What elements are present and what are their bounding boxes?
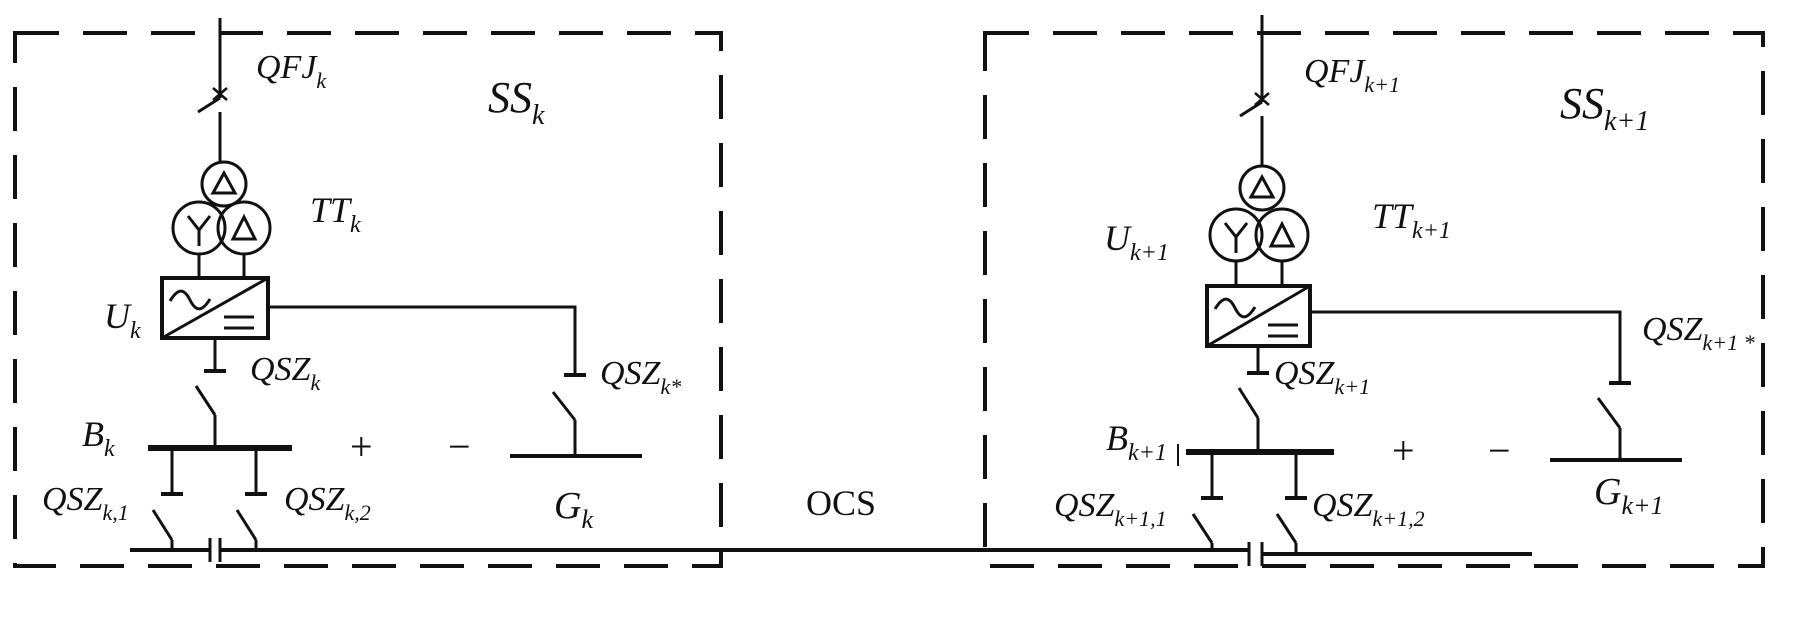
ocs-label: OCS	[806, 483, 876, 523]
delta-symbol-icon	[1271, 224, 1293, 246]
ground-switch-k1-blade	[1598, 398, 1620, 428]
overhead-contact-line	[130, 550, 1532, 554]
feeder-k1-label: QSZk,1	[42, 481, 129, 525]
transformer-k-label: TTk	[310, 190, 361, 238]
transformer-k-primary-winding	[202, 162, 246, 206]
feeder-k1-blade	[153, 510, 172, 540]
delta-symbol-icon	[213, 173, 235, 193]
rectifier-k1-negative-lead	[1310, 312, 1620, 383]
delta-symbol-icon	[1251, 177, 1273, 197]
transformer-k-icon	[173, 162, 270, 254]
dc-lines-icon	[224, 317, 254, 328]
rectifier-k-icon	[162, 278, 268, 338]
ground-k-label: Gk	[554, 485, 593, 534]
feeder-k2-blade	[237, 510, 256, 540]
substation-k1	[985, 15, 1763, 566]
transformer-k1-icon	[1210, 166, 1308, 261]
transformer-k1-secondary-winding-delta	[1256, 209, 1308, 261]
main-switch-k-blade	[196, 386, 215, 415]
dc-lines-icon	[1268, 325, 1298, 336]
feeder-k11-label: QSZk+1,1	[1054, 487, 1167, 531]
feeder-k12-label: QSZk+1,2	[1312, 487, 1425, 531]
substation-k-label: SSk	[488, 73, 545, 131]
transformer-k1-primary-winding	[1240, 166, 1284, 210]
rectifier-k1-icon	[1207, 286, 1310, 346]
transformer-k1-label: TTk+1	[1372, 196, 1451, 244]
rectifier-k1-label: Uk+1	[1104, 218, 1169, 266]
breaker-k-label: QFJk	[256, 49, 327, 93]
rectifier-k-negative-lead	[268, 307, 575, 375]
plus-sign-k: +	[350, 424, 373, 469]
plus-sign-k1: +	[1392, 428, 1415, 473]
ground-k1-label: Gk+1	[1594, 471, 1664, 520]
ground-switch-k-label: QSZk*	[600, 355, 681, 399]
ground-switch-k1-label: QSZk+1 *	[1642, 311, 1755, 355]
substation-k1-label: SSk+1	[1560, 79, 1649, 137]
ac-wave-icon	[170, 291, 210, 309]
main-switch-k1-label: QSZk+1	[1274, 355, 1370, 399]
minus-sign-k: −	[448, 424, 471, 469]
minus-sign-k1: −	[1488, 428, 1511, 473]
feeder-k11-blade	[1193, 514, 1212, 543]
breaker-k-blade	[198, 98, 220, 112]
ground-switch-k-blade	[553, 392, 575, 420]
main-switch-k-label: QSZk	[250, 351, 321, 395]
feeder-k12-blade	[1277, 514, 1296, 543]
wye-symbol-icon	[188, 216, 210, 246]
delta-symbol-icon	[233, 217, 255, 239]
breaker-k1-blade	[1240, 102, 1262, 116]
wye-symbol-icon	[1225, 223, 1247, 253]
main-switch-k1-blade	[1239, 388, 1258, 418]
bus-k-label: Bk	[82, 414, 115, 462]
feeder-k2-label: QSZk,2	[284, 481, 371, 525]
substation-k	[15, 18, 721, 566]
rectifier-k-label: Uk	[104, 296, 141, 344]
breaker-k1-label: QFJk+1	[1304, 53, 1400, 97]
ac-wave-icon	[1215, 299, 1255, 317]
bus-k1-label: Bk+1	[1106, 418, 1167, 466]
